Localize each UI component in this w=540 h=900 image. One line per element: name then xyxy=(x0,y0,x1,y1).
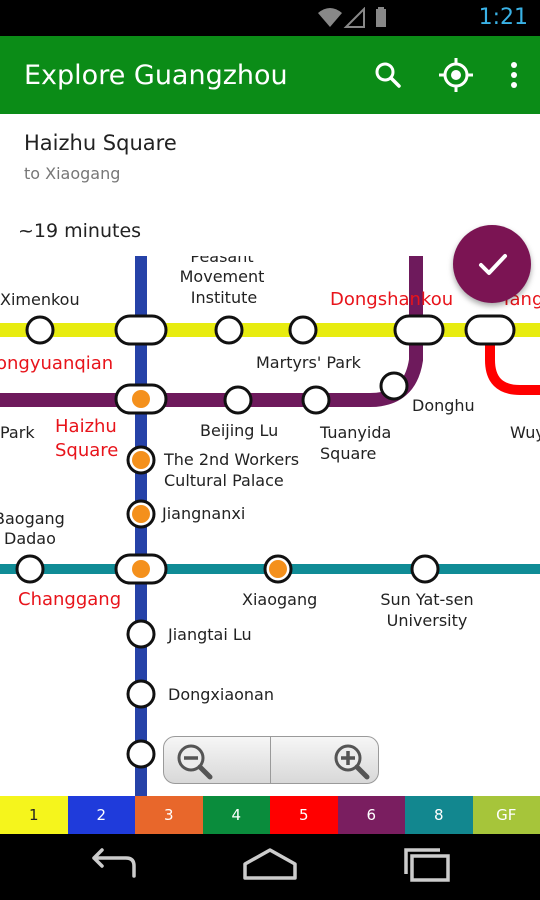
label-jiangnanxi: Jiangnanxi xyxy=(161,504,245,523)
home-button[interactable] xyxy=(225,844,315,890)
station-ximenkou xyxy=(25,315,55,345)
app-title: Explore Guangzhou xyxy=(24,60,288,91)
label-wuyang: Wuy xyxy=(510,423,540,442)
label-haizhu-2: Square xyxy=(55,440,118,461)
home-icon xyxy=(243,848,297,880)
recents-icon xyxy=(404,848,450,882)
label-baogang-1: Baogang xyxy=(0,509,65,528)
label-sysu-1: Sun Yat-sen xyxy=(380,590,473,609)
label-peasant-2: Movement xyxy=(180,267,265,286)
label-donghu: Donghu xyxy=(412,396,475,415)
station-dongxiaonan xyxy=(126,679,156,709)
overflow-menu-icon xyxy=(511,62,517,88)
route-destination: to Xiaogang xyxy=(24,164,121,183)
label-workers-1: The 2nd Workers xyxy=(163,450,299,469)
battery-icon xyxy=(376,9,386,27)
station-jiangtai-lu xyxy=(126,619,156,649)
search-icon xyxy=(375,62,401,88)
label-martyrs-park: Martyrs' Park xyxy=(256,353,362,372)
label-xiaogang: Xiaogang xyxy=(242,590,317,609)
line-5-track xyxy=(485,330,540,395)
route-marker-workers-cultural-palace xyxy=(132,451,150,469)
route-marker-jiangnanxi xyxy=(132,505,150,523)
route-marker-xiaogang xyxy=(269,560,287,578)
label-peasant-3: Institute xyxy=(191,288,257,307)
station-sun-yat-sen-university xyxy=(410,554,440,584)
station-tuanyida-square xyxy=(301,385,331,415)
signal-icon xyxy=(343,7,365,28)
station-martyrs-park xyxy=(288,315,318,345)
station-next-line2 xyxy=(126,739,156,769)
label-sysu-2: University xyxy=(387,611,468,630)
route-marker-haizhu-square xyxy=(132,390,150,408)
label-dongxiaonan: Dongxiaonan xyxy=(168,685,274,704)
metro-map-svg[interactable]: Peasant Movement Institute Ximenkou Dong… xyxy=(0,256,540,796)
label-dongshankou: Dongshankou xyxy=(330,289,453,310)
station-donghu xyxy=(379,371,409,401)
label-workers-2: Cultural Palace xyxy=(164,471,284,490)
label-tuanyida-1: Tuanyida xyxy=(319,423,391,442)
zoom-divider xyxy=(270,737,271,783)
station-yangji xyxy=(464,314,516,346)
check-icon xyxy=(479,254,507,275)
label-changgang: Changgang xyxy=(18,589,121,610)
label-baogang-2: Dadao xyxy=(4,529,56,548)
metro-map[interactable]: Peasant Movement Institute Ximenkou Dong… xyxy=(0,256,540,796)
search-button[interactable] xyxy=(368,55,408,95)
label-tuanyida-2: Square xyxy=(320,444,376,463)
zoom-out-button[interactable] xyxy=(164,737,271,783)
legend-line-6[interactable]: 6 xyxy=(337,796,405,834)
status-time: 1:21 xyxy=(478,5,528,30)
system-nav-bar xyxy=(0,834,540,900)
station-peasant-institute xyxy=(214,315,244,345)
legend-line-4[interactable]: 4 xyxy=(202,796,270,834)
zoom-out-icon xyxy=(177,744,213,780)
station-gongyuanqian-l1 xyxy=(114,314,168,346)
my-location-icon xyxy=(439,58,473,92)
app-bar: Explore Guangzhou xyxy=(0,36,540,114)
wifi-icon xyxy=(318,8,342,27)
legend-line-8[interactable]: 8 xyxy=(405,796,473,834)
route-duration: ~19 minutes xyxy=(18,220,142,242)
station-dongshankou xyxy=(393,314,445,346)
route-marker-changgang xyxy=(132,560,150,578)
label-jiangtai-lu: Jiangtai Lu xyxy=(167,625,252,644)
station-baogang-dadao xyxy=(15,554,45,584)
label-park: Park xyxy=(0,423,35,442)
recents-button[interactable] xyxy=(382,844,472,890)
label-beijing-lu: Beijing Lu xyxy=(200,421,278,440)
label-peasant-1: Peasant xyxy=(190,256,253,266)
back-button[interactable] xyxy=(68,844,158,890)
legend-line-3[interactable]: 3 xyxy=(135,796,203,834)
station-beijing-lu xyxy=(223,385,253,415)
zoom-in-icon xyxy=(334,744,370,780)
overflow-menu-button[interactable] xyxy=(496,55,536,95)
legend-line-gf[interactable]: GF xyxy=(472,796,540,834)
back-icon xyxy=(92,848,136,878)
my-location-button[interactable] xyxy=(436,55,476,95)
legend-line-1[interactable]: 1 xyxy=(0,796,68,834)
status-bar: 1:21 xyxy=(0,0,540,36)
status-icons xyxy=(318,7,386,28)
zoom-controls xyxy=(163,736,379,784)
route-origin: Haizhu Square xyxy=(24,131,177,155)
legend-line-5[interactable]: 5 xyxy=(270,796,338,834)
legend-line-2[interactable]: 2 xyxy=(67,796,135,834)
confirm-fab[interactable] xyxy=(453,225,531,303)
zoom-in-button[interactable] xyxy=(271,737,378,783)
label-haizhu-1: Haizhu xyxy=(55,416,117,437)
route-panel: Haizhu Square to Xiaogang ~19 minutes xyxy=(0,114,540,256)
label-gongyuanqian: ongyuanqian xyxy=(0,353,113,374)
label-ximenkou: Ximenkou xyxy=(0,290,80,309)
